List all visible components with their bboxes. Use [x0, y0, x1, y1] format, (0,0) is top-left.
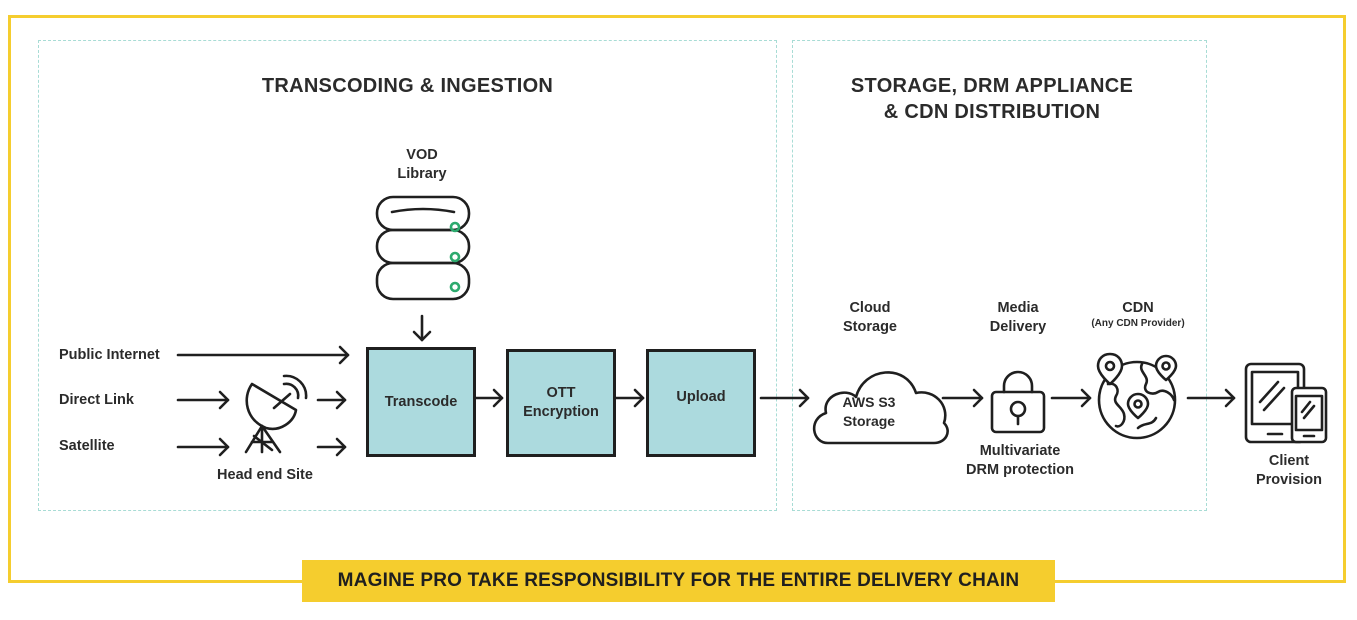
arrow-public-internet: [176, 345, 350, 365]
arrow-vod-down: [412, 314, 432, 342]
head-end-site-label: Head end Site: [217, 467, 313, 483]
cloud-label-line1: Cloud: [849, 300, 891, 316]
transcode-box: Transcode: [366, 347, 476, 457]
vod-label-line1: VOD: [406, 147, 438, 163]
led-indicator-3: [449, 281, 461, 293]
source-direct-link: Direct Link: [59, 392, 134, 408]
ott-line1: OTT: [546, 385, 576, 401]
lock-icon: [990, 370, 1046, 434]
drm-protection-label: Multivariate DRM protection: [958, 442, 1082, 480]
led-indicator-1: [449, 221, 461, 233]
led-indicator-2: [449, 251, 461, 263]
arrow-direct-link: [176, 390, 230, 410]
arrow-satellite: [176, 437, 230, 457]
transcoding-section-title: TRANSCODING & INGESTION: [261, 75, 554, 97]
arrow-transcode-ott: [474, 388, 504, 408]
media-delivery-label: Media Delivery: [978, 299, 1058, 337]
media-label-line2: Delivery: [989, 319, 1047, 335]
aws-s3-label: AWS S3 Storage: [826, 393, 912, 431]
arrow-ott-upload: [614, 388, 645, 408]
drm-line2: DRM protection: [966, 462, 1074, 478]
client-line1: Client: [1268, 453, 1310, 469]
arrow-direct-link-out: [316, 390, 347, 410]
cloud-label-line2: Storage: [843, 319, 897, 335]
source-public-internet: Public Internet: [59, 347, 160, 363]
globe-icon: [1096, 352, 1178, 440]
transcoding-section: [38, 40, 777, 511]
cdn-title: CDN: [1122, 300, 1154, 316]
cloud-storage-label: Cloud Storage: [830, 299, 910, 337]
satellite-dish-icon: [244, 374, 308, 454]
vod-library-label: VOD Library: [382, 146, 462, 184]
drm-line1: Multivariate: [979, 443, 1061, 459]
cdn-subtitle: (Any CDN Provider): [1091, 318, 1185, 329]
vod-label-line2: Library: [397, 166, 447, 182]
delivery-chain-banner: MAGINE PRO TAKE RESPONSIBILITY FOR THE E…: [302, 560, 1055, 602]
cloud-icon: [812, 371, 949, 445]
client-provision-label: Client Provision: [1244, 452, 1334, 490]
storage-section-title: STORAGE, DRM APPLIANCE & CDN DISTRIBUTIO…: [792, 73, 1192, 125]
media-label-line1: Media: [997, 300, 1039, 316]
ott-line2: Encryption: [523, 404, 599, 420]
client-line2: Provision: [1255, 472, 1323, 488]
arrow-satellite-out: [316, 437, 347, 457]
aws-line1: AWS S3: [842, 394, 896, 410]
upload-box: Upload: [646, 349, 756, 457]
source-satellite: Satellite: [59, 438, 115, 454]
devices-icon: [1244, 362, 1328, 444]
cdn-label: CDN (Any CDN Provider): [1078, 299, 1198, 329]
aws-line2: Storage: [842, 413, 896, 429]
arrow-lock-globe: [1050, 388, 1092, 408]
arrow-cloud-lock: [941, 388, 984, 408]
storage-title-line2: & CDN DISTRIBUTION: [883, 101, 1101, 123]
storage-section: [792, 40, 1207, 511]
arrow-upload-cloud: [759, 388, 810, 408]
ott-encryption-box: OTT Encryption: [506, 349, 616, 457]
database-icon: [375, 195, 471, 301]
arrow-globe-devices: [1186, 388, 1236, 408]
storage-title-line1: STORAGE, DRM APPLIANCE: [850, 75, 1134, 97]
